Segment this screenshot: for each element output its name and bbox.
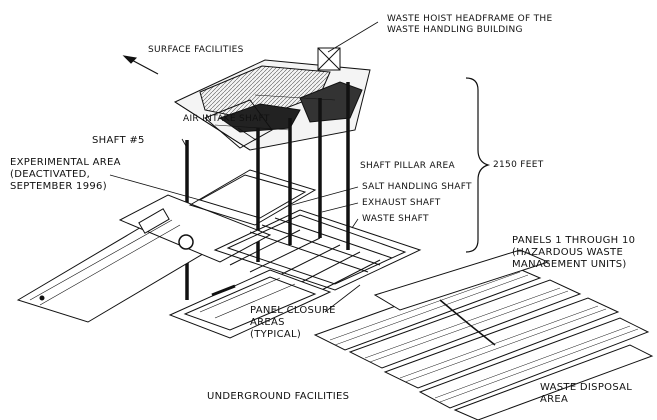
label-air-intake-shaft: AIR INTAKE SHAFT: [183, 114, 270, 124]
panel-row-0: [373, 249, 550, 311]
label-panels-1: PANELS 1 THROUGH 10: [512, 235, 636, 246]
label-waste-shaft: WASTE SHAFT: [362, 214, 429, 224]
label-panel-closure-3: (TYPICAL): [250, 329, 302, 340]
depth-brace: [465, 77, 491, 253]
label-shaft-5: SHAFT #5: [92, 135, 145, 146]
label-panel-closure-1: PANEL CLOSURE: [250, 305, 336, 316]
panel-closure-platform: [168, 269, 332, 339]
label-salt-handling-shaft: SALT HANDLING SHAFT: [362, 182, 472, 192]
label-depth: 2150 FEET: [493, 160, 544, 170]
label-experimental-1: EXPERIMENTAL AREA: [10, 157, 121, 168]
label-waste-disposal-1: WASTE DISPOSAL: [540, 382, 633, 393]
waste-disposal-panels: [313, 249, 654, 420]
north-arrow-icon: [122, 55, 159, 75]
surface-facilities-block: [173, 59, 371, 151]
label-shaft-pillar-area: SHAFT PILLAR AREA: [360, 161, 455, 171]
label-waste-disposal-2: AREA: [540, 394, 569, 405]
experimental-area: [16, 194, 272, 323]
label-panels-3: MANAGEMENT UNITS): [512, 259, 627, 270]
headframe-tower: [317, 47, 341, 71]
panel-row-5: [453, 344, 654, 420]
label-panel-closure-2: AREAS: [250, 317, 285, 328]
label-underground-facilities: UNDERGROUND FACILITIES: [207, 391, 350, 402]
label-waste-hoist-1: WASTE HOIST HEADFRAME OF THE: [387, 14, 553, 24]
label-panels-2: (HAZARDOUS WASTE: [512, 247, 624, 258]
label-experimental-3: SEPTEMBER 1996): [10, 181, 107, 192]
leader-lines: [109, 21, 379, 313]
panel-row-2: [348, 279, 582, 369]
label-waste-hoist-2: WASTE HANDLING BUILDING: [387, 25, 523, 35]
label-experimental-2: (DEACTIVATED,: [10, 169, 91, 180]
label-exhaust-shaft: EXHAUST SHAFT: [362, 198, 441, 208]
label-surface-facilities: SURFACE FACILITIES: [148, 45, 244, 55]
panel-row-3: [383, 297, 620, 389]
drift-grid: [188, 169, 422, 297]
